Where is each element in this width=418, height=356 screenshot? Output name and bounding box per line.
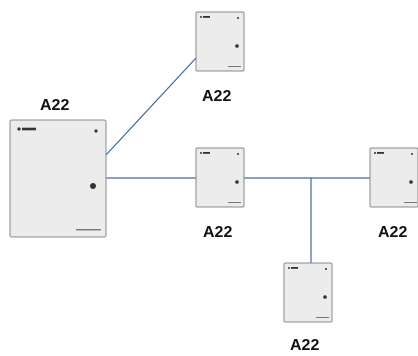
device-center — [195, 147, 245, 208]
device-right — [369, 147, 418, 208]
device-bottom — [283, 262, 333, 323]
connection-lines — [105, 57, 370, 263]
label-main-device: A22 — [40, 97, 70, 114]
label-center-device: A22 — [203, 224, 233, 241]
label-top-device: A22 — [202, 88, 232, 105]
label-right-device: A22 — [378, 224, 408, 241]
device-main — [9, 119, 107, 238]
label-bottom-device: A22 — [290, 337, 320, 354]
device-top — [195, 11, 245, 72]
link-main-top — [105, 57, 197, 156]
